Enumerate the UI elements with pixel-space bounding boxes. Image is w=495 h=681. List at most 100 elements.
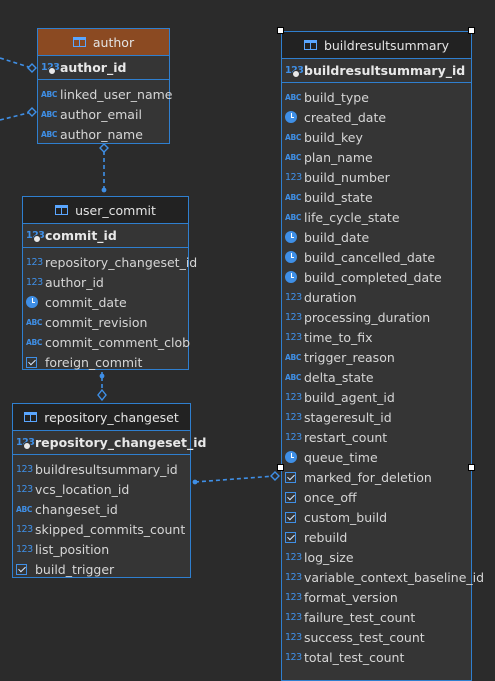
entity-header[interactable]: buildresultsummary <box>282 32 471 59</box>
column-label: commit_comment_clob <box>45 334 191 350</box>
datetime-type-icon <box>285 231 303 243</box>
entity-author[interactable]: author 123 author_id ABClinked_user_name… <box>37 28 173 144</box>
column-label: total_test_count <box>304 649 405 665</box>
entity-header[interactable]: author <box>38 29 169 56</box>
column-label: list_position <box>35 541 110 557</box>
column-label: buildresultsummary_id <box>35 461 178 477</box>
boolean-type-icon <box>285 471 303 483</box>
text-type-icon: ABC <box>285 352 302 362</box>
column-row[interactable]: build_trigger <box>13 559 190 579</box>
entity-buildresultsummary[interactable]: buildresultsummary 123 buildresultsummar… <box>281 31 484 681</box>
column-label: build_number <box>304 169 390 185</box>
number-key-icon: 123 <box>285 65 304 78</box>
column-row[interactable]: custom_build <box>282 507 471 527</box>
number-type-icon: 123 <box>285 611 302 623</box>
relation-dot <box>192 479 198 485</box>
relation-dot <box>101 187 107 193</box>
relation-line-changeset-buildresult <box>194 475 276 483</box>
column-label: build_completed_date <box>304 269 442 285</box>
column-label: stageresult_id <box>304 409 392 425</box>
table-icon <box>72 37 86 47</box>
column-row[interactable]: build_date <box>282 227 471 247</box>
primary-key-label: author_id <box>60 60 127 75</box>
resize-handle[interactable] <box>277 464 284 471</box>
column-label: success_test_count <box>304 629 425 645</box>
text-type-icon: ABC <box>285 372 302 382</box>
column-row[interactable]: foreign_commit <box>23 352 188 372</box>
column-row[interactable]: build_completed_date <box>282 267 471 287</box>
primary-key-row[interactable]: 123 author_id <box>38 56 169 80</box>
resize-handle[interactable] <box>277 27 284 34</box>
text-type-icon: ABC <box>41 89 58 99</box>
entity-header[interactable]: user_commit <box>23 197 188 224</box>
column-row[interactable]: queue_time <box>282 447 471 467</box>
entity-user-commit[interactable]: user_commit 123 commit_id 123repository_… <box>22 196 197 372</box>
datetime-type-icon <box>285 271 303 283</box>
primary-key-row[interactable]: 123 commit_id <box>23 224 188 248</box>
column-label: processing_duration <box>304 309 431 325</box>
column-row[interactable]: created_date <box>282 107 471 127</box>
primary-key-row[interactable]: 123 buildresultsummary_id <box>282 59 471 83</box>
resize-handle[interactable] <box>468 464 475 471</box>
entity-title: repository_changeset <box>44 409 179 425</box>
entity-title: author <box>92 34 135 50</box>
column-row[interactable]: marked_for_deletion <box>282 467 471 487</box>
boolean-type-icon <box>285 511 303 523</box>
text-type-icon: ABC <box>285 92 302 102</box>
primary-key-row[interactable]: 123 repository_changeset_id <box>13 431 206 455</box>
column-label: build_agent_id <box>304 389 395 405</box>
table-icon <box>24 412 38 422</box>
entity-repository-changeset[interactable]: repository_changeset 123 repository_chan… <box>12 403 206 579</box>
relation-diamond <box>270 471 280 481</box>
text-type-icon: ABC <box>285 132 302 142</box>
column-row[interactable]: commit_date <box>23 292 188 312</box>
entity-header[interactable]: repository_changeset <box>13 404 190 431</box>
boolean-type-icon <box>285 491 303 503</box>
column-label: log_size <box>304 549 354 565</box>
column-label: commit_revision <box>45 314 148 330</box>
text-type-icon: ABC <box>285 212 302 222</box>
resize-handle[interactable] <box>468 27 475 34</box>
number-type-icon: 123 <box>16 483 33 495</box>
text-type-icon: ABC <box>285 152 302 162</box>
column-label: failure_test_count <box>304 609 416 625</box>
text-type-icon: ABC <box>285 192 302 202</box>
column-row[interactable]: once_off <box>282 487 471 507</box>
column-row[interactable]: rebuild <box>282 527 471 547</box>
column-row[interactable]: build_cancelled_date <box>282 247 471 267</box>
